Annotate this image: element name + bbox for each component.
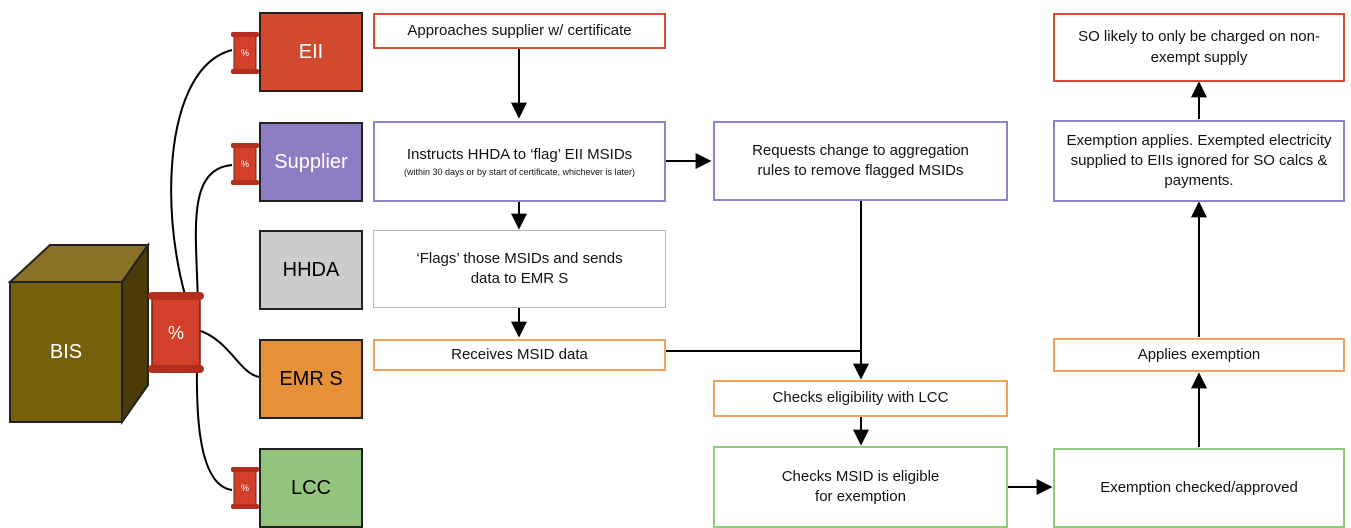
eii-scroll-icon (231, 32, 259, 74)
actor-eii-label: EII (298, 40, 324, 63)
box-checks-msid-eligible-text: Checks MSID is eligible for exemption (781, 467, 940, 505)
box-receives-msid-data-text: Receives MSID data (451, 345, 588, 363)
box-exemption-approved-text: Exemption checked/approved (1100, 478, 1298, 496)
bis-scroll-label: % (167, 322, 184, 343)
lcc-scroll-label: % (240, 483, 249, 493)
box-flags-msids-text: ‘Flags’ those MSIDs and sends data to EM… (416, 249, 623, 287)
box-exemption-applies: Exemption applies. Exempted electricity … (1053, 120, 1345, 202)
lcc-scroll-icon (231, 467, 259, 509)
actor-lcc: LCC (259, 448, 363, 528)
box-so-charged: SO likely to only be charged on non-exem… (1053, 13, 1345, 82)
box-requests-change: Requests change to aggregation rules to … (713, 121, 1008, 201)
box-flags-msids: ‘Flags’ those MSIDs and sends data to EM… (373, 230, 666, 308)
box-approaches-supplier: Approaches supplier w/ certificate (373, 13, 666, 49)
box-instructs-hhda: Instructs HHDA to ‘flag’ EII MSIDs (with… (373, 121, 666, 202)
box-applies-exemption-text: Applies exemption (1137, 345, 1261, 363)
eii-scroll-label: % (240, 48, 249, 58)
box-so-charged-text: SO likely to only be charged on non-exem… (1078, 28, 1320, 66)
box-checks-eligibility-lcc: Checks eligibility with LCC (713, 380, 1008, 417)
box-requests-change-text: Requests change to aggregation rules to … (752, 141, 969, 179)
box-approaches-supplier-text: Approaches supplier w/ certificate (407, 21, 632, 39)
box-instructs-hhda-subtext: (within 30 days or by start of certifica… (403, 167, 636, 177)
box-exemption-approved: Exemption checked/approved (1053, 448, 1345, 528)
supplier-scroll-icon (231, 143, 259, 185)
actor-emrs-label: EMR S (279, 367, 343, 390)
box-applies-exemption: Applies exemption (1053, 338, 1345, 372)
box-instructs-hhda-text: Instructs HHDA to ‘flag’ EII MSIDs (406, 145, 633, 163)
supplier-scroll-label: % (240, 159, 249, 169)
flow-arrows (511, 48, 1207, 495)
bis-cube-icon (7, 241, 150, 426)
actor-eii: EII (259, 12, 363, 92)
bis-links (170, 49, 261, 491)
actor-supplier: Supplier (259, 122, 363, 202)
box-checks-msid-eligible: Checks MSID is eligible for exemption (713, 446, 1008, 528)
box-exemption-applies-text: Exemption applies. Exempted electricity … (1066, 131, 1332, 190)
box-receives-msid-data: Receives MSID data (373, 339, 666, 371)
bis-label: BIS (49, 340, 83, 363)
actor-hhda: HHDA (259, 230, 363, 310)
actor-hhda-label: HHDA (282, 258, 340, 281)
actor-lcc-label: LCC (290, 476, 331, 499)
actor-supplier-label: Supplier (274, 150, 348, 173)
actor-emrs: EMR S (259, 339, 363, 419)
bis-scroll-icon (148, 292, 204, 373)
box-checks-eligibility-lcc-text: Checks eligibility with LCC (772, 389, 949, 407)
